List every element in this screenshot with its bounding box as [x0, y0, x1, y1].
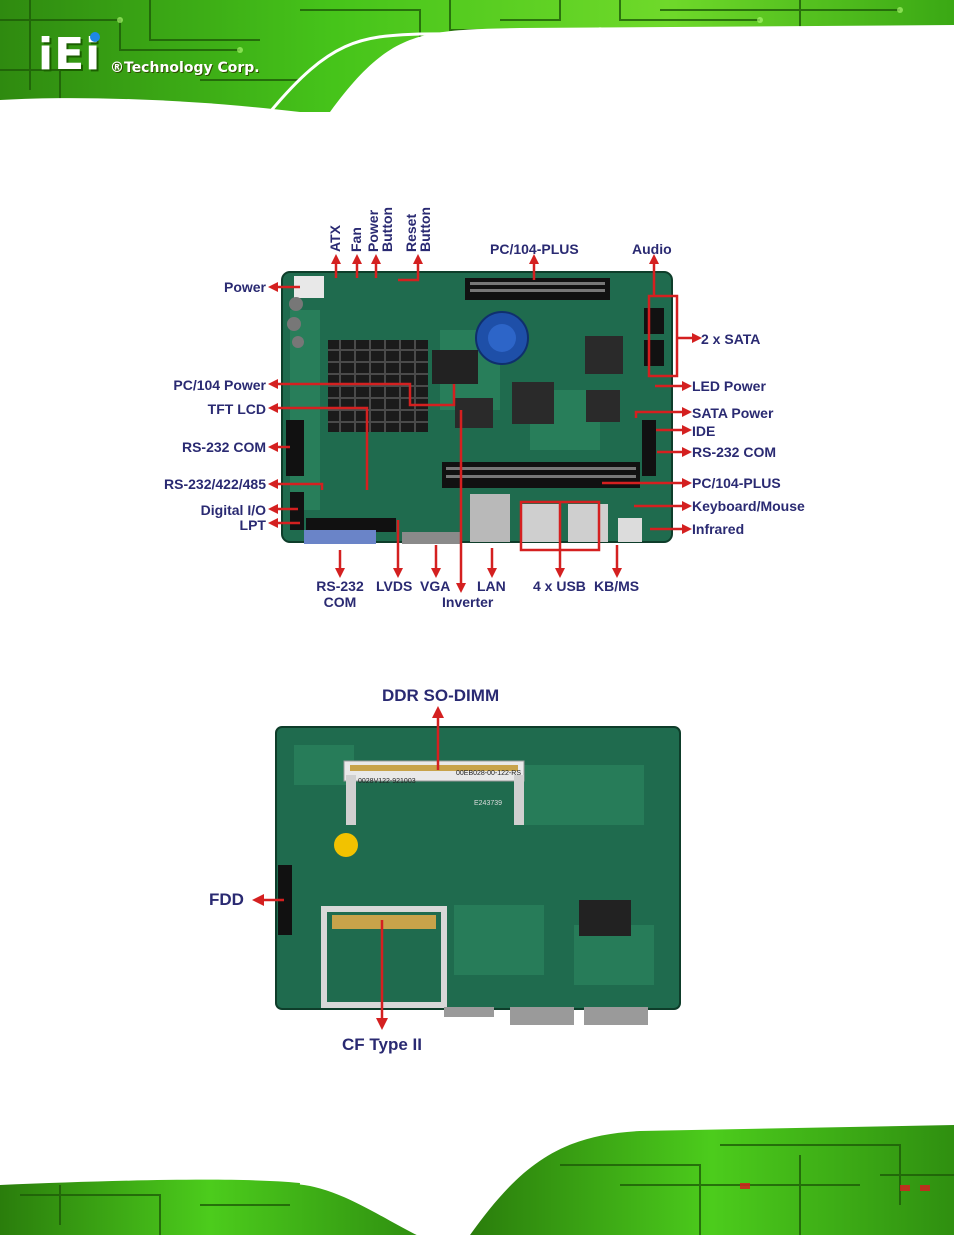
- label-ide: IDE: [692, 423, 716, 439]
- logo-dot: [90, 32, 100, 42]
- page-footer: [0, 1125, 954, 1237]
- label-fdd: FDD: [209, 890, 244, 909]
- label-rs232-com-right: RS-232 COM: [692, 444, 777, 460]
- logo-mark: iEi: [38, 29, 102, 80]
- label-vga: VGA: [420, 578, 451, 594]
- label-ddr-so-dimm: DDR SO-DIMM: [382, 686, 500, 705]
- label-lpt: LPT: [239, 517, 266, 533]
- page-header: iEi ®Technology Corp.: [0, 0, 954, 113]
- board-bottom-image: 0028V122-921003 00EB028-00-122-RS E24373…: [275, 726, 681, 1025]
- label-tft-lcd: TFT LCD: [207, 401, 266, 417]
- board-text-1: 0028V122-921003: [358, 778, 416, 785]
- label-rs232-com-left: RS-232 COM: [181, 439, 266, 455]
- label-rs232-com-bottom-line1: RS-232: [316, 578, 364, 594]
- label-rs232-422-485: RS-232/422/485: [164, 476, 266, 492]
- board-text-3: E243739: [474, 800, 502, 807]
- label-4x-usb: 4 x USB: [533, 578, 586, 594]
- label-rs232-com-bottom-line2: COM: [323, 594, 357, 610]
- company-name: ®Technology Corp.: [110, 60, 260, 76]
- board-text-2: 00EB028-00-122-RS: [456, 770, 521, 777]
- footer-circuit-banner: [0, 1125, 954, 1237]
- label-power: Power: [223, 279, 266, 295]
- header-circuit-banner: [0, 0, 954, 113]
- label-lvds: LVDS: [376, 578, 413, 594]
- label-led-power: LED Power: [692, 378, 766, 394]
- label-audio: Audio: [632, 241, 672, 257]
- label-kb-ms: KB/MS: [594, 578, 640, 594]
- label-pc104-plus-right: PC/104-PLUS: [692, 475, 781, 491]
- label-infrared: Infrared: [692, 521, 745, 537]
- label-2x-sata: 2 x SATA: [701, 331, 761, 347]
- company-logo: iEi ®Technology Corp.: [38, 30, 298, 82]
- label-sata-power: SATA Power: [692, 405, 774, 421]
- label-pc104-plus-top: PC/104-PLUS: [490, 241, 579, 257]
- label-pc104-power: PC/104 Power: [173, 377, 266, 393]
- label-inverter: Inverter: [442, 594, 494, 610]
- label-cf-type-ii: CF Type II: [342, 1035, 422, 1054]
- label-digital-io: Digital I/O: [200, 502, 266, 518]
- label-keyboard-mouse: Keyboard/Mouse: [692, 498, 805, 514]
- label-lan: LAN: [477, 578, 506, 594]
